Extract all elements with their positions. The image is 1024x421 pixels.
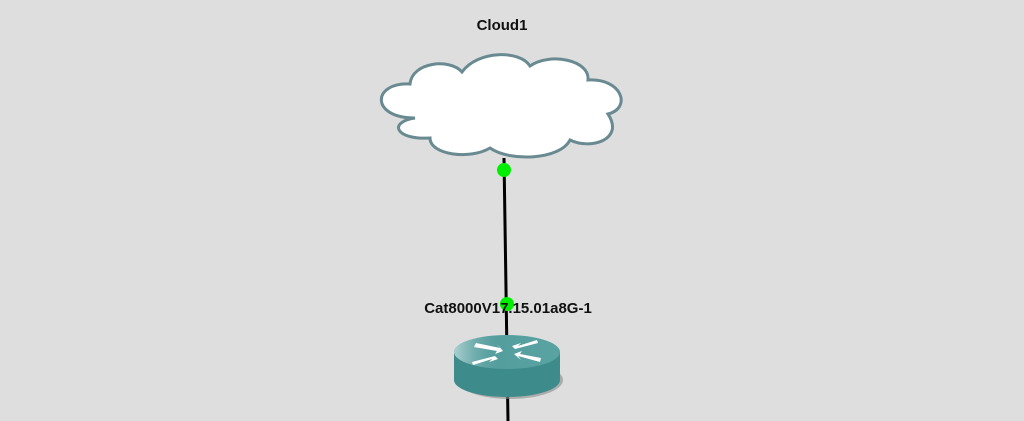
cloud-icon[interactable] — [380, 53, 623, 159]
router-node-label[interactable]: Cat8000V17.15.01a8G-1 — [424, 300, 592, 317]
router-icon[interactable] — [454, 335, 563, 399]
link-status-dot-router — [500, 297, 514, 311]
cloud-node-label[interactable]: Cloud1 — [476, 17, 528, 34]
link-status-dot-cloud — [497, 163, 511, 177]
